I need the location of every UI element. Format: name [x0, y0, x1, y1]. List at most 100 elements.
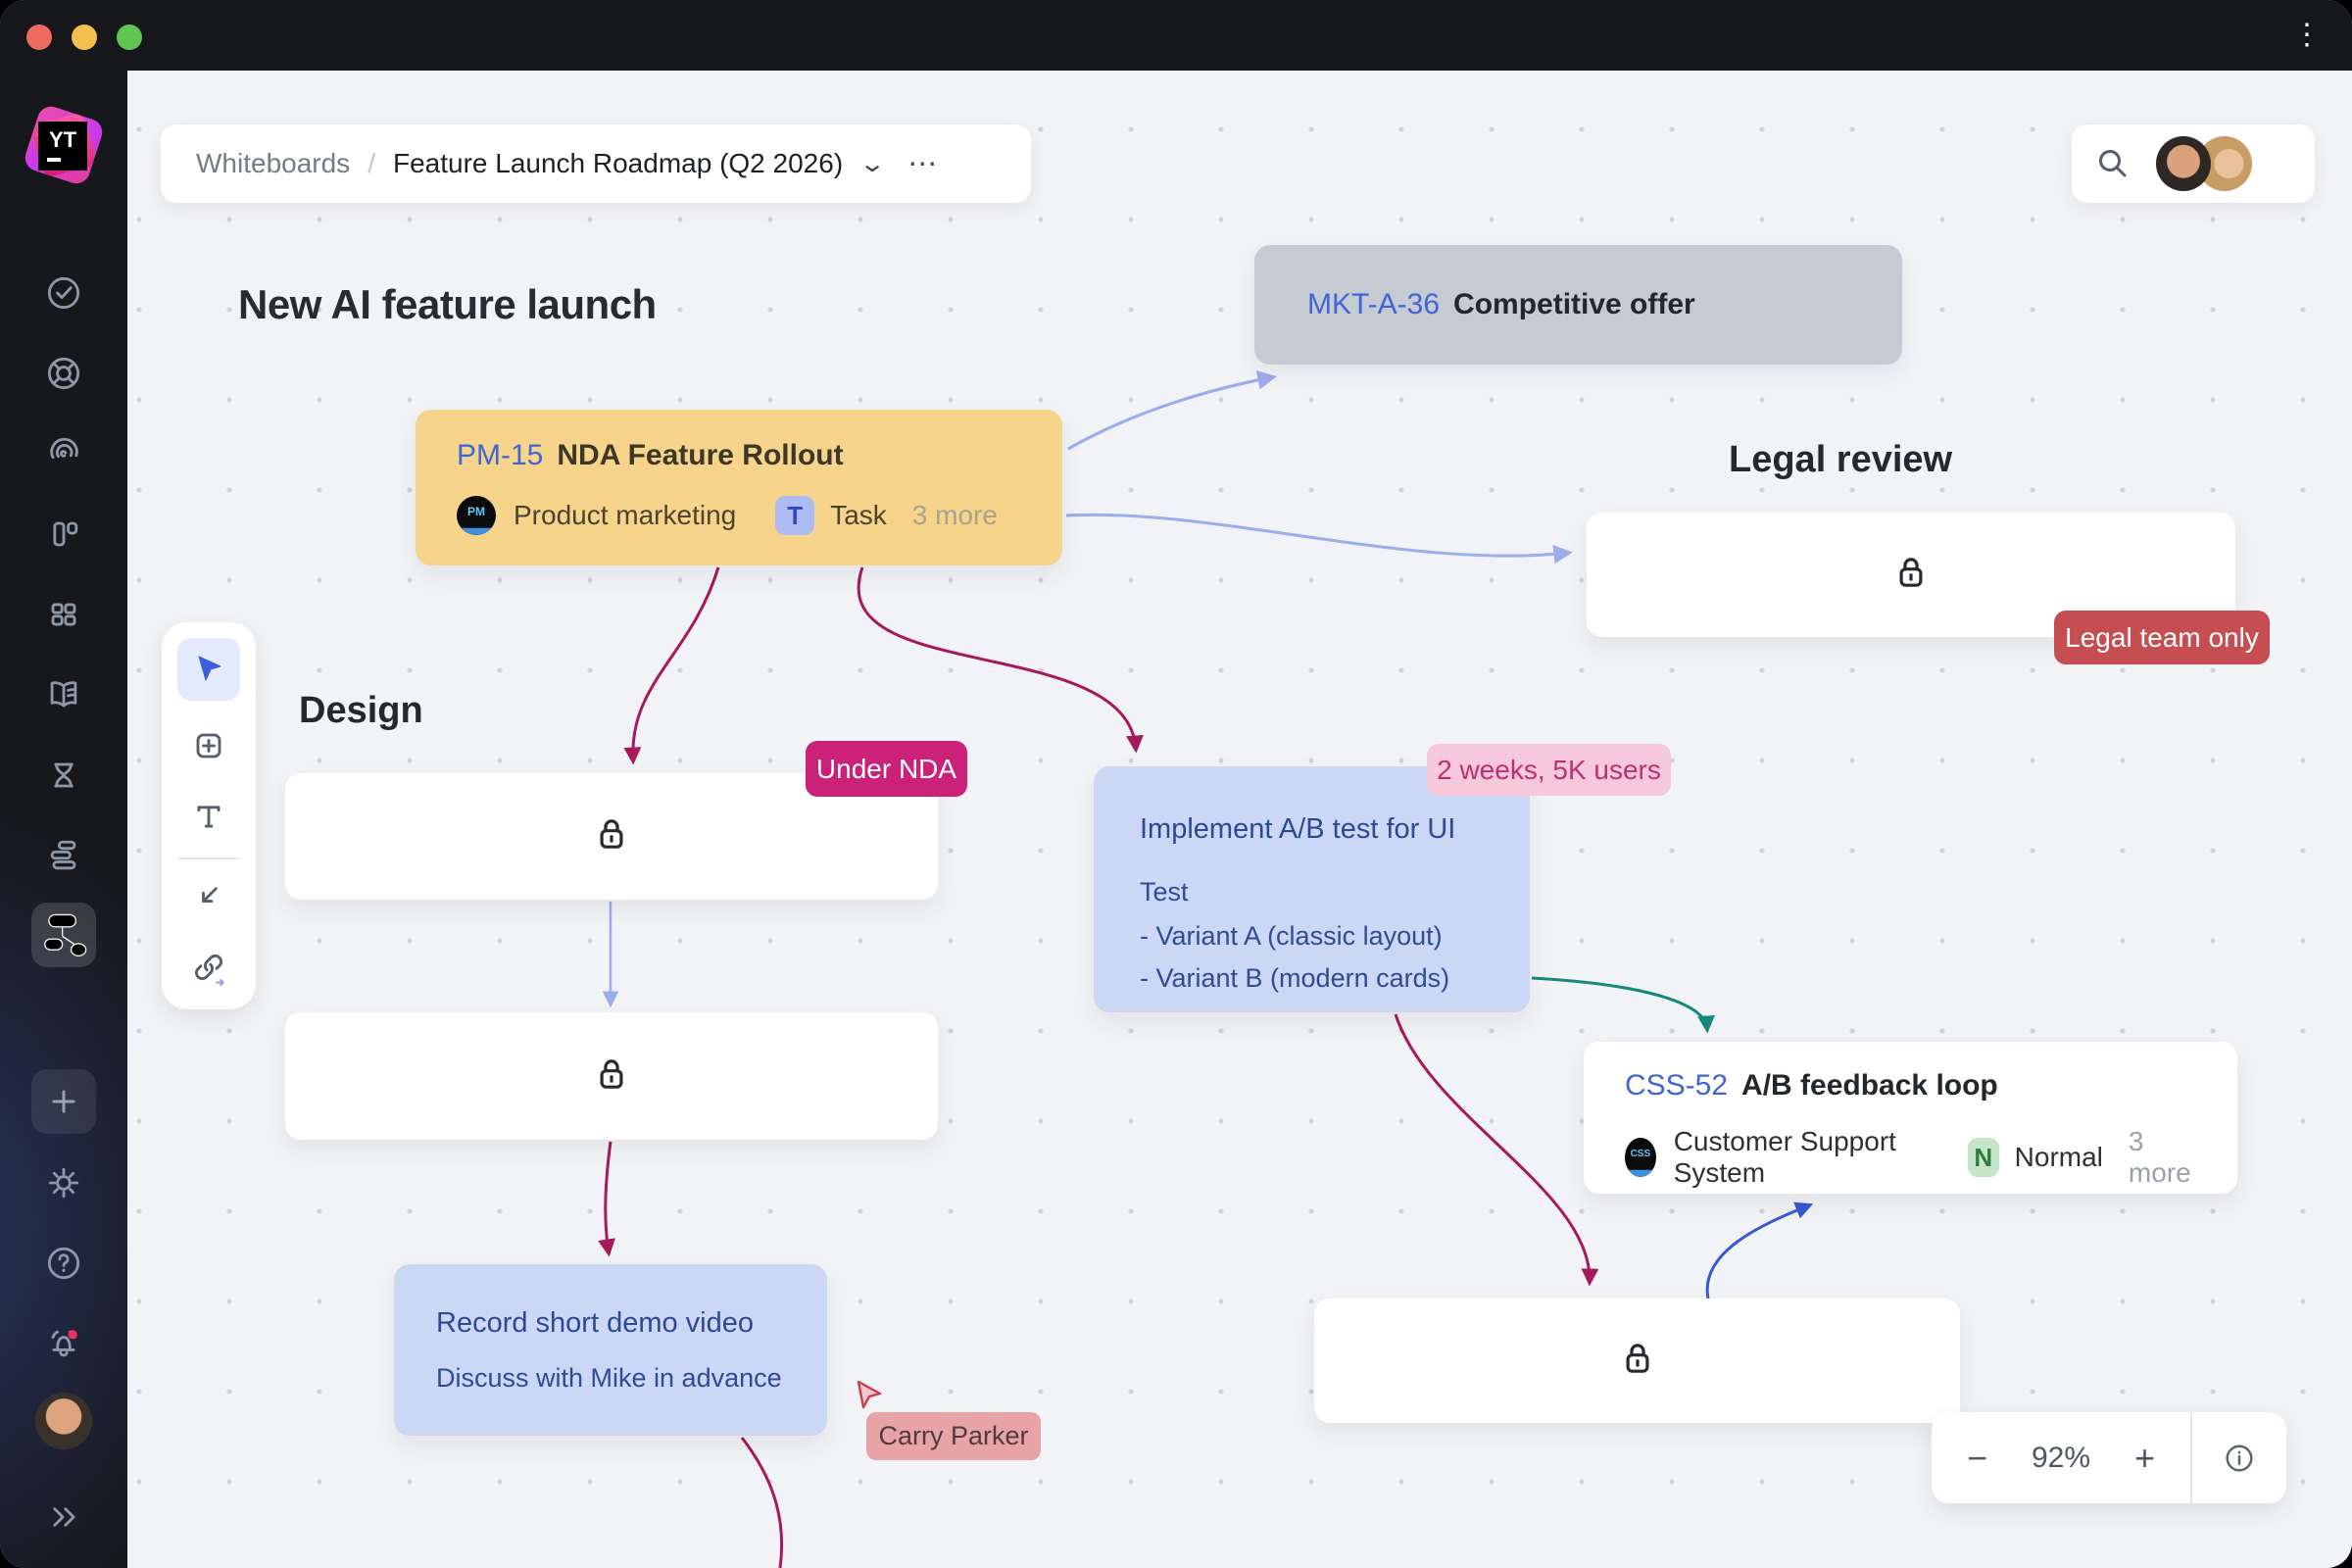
sidebar-item-dashboard[interactable] — [42, 593, 85, 636]
zoom-window-button[interactable] — [117, 24, 142, 50]
note-title: Implement A/B test for UI — [1140, 813, 1456, 845]
project-name: Customer Support System — [1673, 1126, 1896, 1188]
sidebar-item-timesheets[interactable] — [42, 754, 85, 797]
type-label: Task — [830, 500, 887, 530]
close-window-button[interactable] — [26, 24, 52, 50]
more-fields[interactable]: 3 more — [2128, 1126, 2191, 1188]
sidebar-item-tasks[interactable] — [42, 271, 85, 315]
board-columns-icon — [53, 521, 78, 547]
sidebar-item-knowledge-base[interactable] — [42, 673, 85, 716]
lock-icon — [590, 1053, 633, 1101]
logo-letters: YT — [38, 122, 87, 171]
zoom-in-button[interactable]: + — [2133, 1437, 2155, 1478]
issue-id[interactable]: CSS-52 — [1625, 1069, 1729, 1102]
breadcrumb-current[interactable]: Feature Launch Roadmap (Q2 2026) — [392, 148, 844, 178]
window-menu-icon[interactable]: ⋮ — [2292, 19, 2323, 51]
sidebar-item-notifications[interactable] — [42, 1322, 85, 1365]
text-tool[interactable] — [187, 795, 230, 838]
plus-square-icon — [196, 733, 221, 759]
hourglass-icon — [54, 762, 74, 788]
plus-icon — [52, 1090, 75, 1113]
lifebuoy-icon — [47, 357, 80, 390]
double-chevron-right-icon — [53, 1507, 75, 1527]
collaborator-cursor-icon — [853, 1378, 888, 1418]
minimize-window-button[interactable] — [72, 24, 97, 50]
collaborator-avatars — [2156, 136, 2252, 191]
collaborator-cursor-label: Carry Parker — [866, 1412, 1041, 1460]
gear-icon — [48, 1167, 79, 1199]
sidebar: YT — [0, 71, 127, 1568]
locked-card-legal[interactable] — [1587, 513, 2235, 637]
bell-icon — [51, 1330, 77, 1357]
breadcrumb: Whiteboards / Feature Launch Roadmap (Q2… — [161, 124, 1031, 203]
zoom-out-button[interactable]: − — [1967, 1437, 1988, 1478]
sidebar-add-button[interactable] — [31, 1069, 96, 1134]
link-icon — [195, 955, 224, 987]
sidebar-item-pulse[interactable] — [42, 432, 85, 475]
project-name: Product marketing — [514, 500, 737, 530]
more-options-icon[interactable]: ⋯ — [907, 147, 940, 180]
connector-tool[interactable] — [187, 875, 230, 918]
sidebar-item-help[interactable] — [42, 1242, 85, 1285]
note-line: Discuss with Mike in advance — [436, 1363, 782, 1393]
priority-badge: N — [1967, 1138, 1999, 1177]
sidebar-item-support[interactable] — [42, 352, 85, 395]
note-line: - Variant A (classic layout) — [1140, 921, 1443, 951]
two-weeks-badge[interactable]: 2 weeks, 5K users — [1427, 744, 1671, 796]
text-icon — [197, 806, 220, 828]
card-mkt-a-36[interactable]: MKT-A-36 Competitive offer — [1254, 245, 1902, 365]
zoom-controls: − 92% + — [1932, 1412, 2286, 1503]
locked-card-design-2[interactable] — [285, 1012, 938, 1140]
arrow-down-left-icon — [202, 887, 218, 904]
sidebar-item-gantt[interactable] — [42, 834, 85, 877]
lock-icon — [590, 812, 633, 860]
note-line: - Variant B (modern cards) — [1140, 963, 1450, 993]
select-tool-active[interactable] — [177, 638, 240, 701]
sidebar-item-boards[interactable] — [42, 513, 85, 556]
topbar-actions — [2072, 124, 2315, 203]
issue-id[interactable]: MKT-A-36 — [1307, 288, 1441, 320]
search-icon[interactable] — [2095, 146, 2131, 181]
more-fields[interactable]: 3 more — [911, 500, 998, 530]
toolbar-divider — [177, 858, 240, 859]
card-pm-15[interactable]: PM-15 NDA Feature Rollout PM Product mar… — [416, 410, 1062, 565]
legal-team-only-badge[interactable]: Legal team only — [2054, 611, 2270, 664]
sidebar-expand-button[interactable] — [42, 1495, 85, 1539]
locked-card-bottom[interactable] — [1314, 1298, 1960, 1423]
issue-title: NDA Feature Rollout — [557, 439, 844, 471]
whiteboard-canvas[interactable]: Whiteboards / Feature Launch Roadmap (Q2… — [127, 71, 2352, 1568]
cursor-icon — [198, 656, 221, 681]
chevron-down-icon[interactable]: ⌄ — [858, 150, 887, 177]
add-card-tool[interactable] — [187, 724, 230, 767]
breadcrumb-root[interactable]: Whiteboards — [196, 148, 351, 178]
book-icon — [50, 681, 77, 708]
card-record-demo[interactable]: Record short demo video Discuss with Mik… — [394, 1264, 827, 1436]
design-heading[interactable]: Design — [299, 690, 423, 731]
sidebar-item-whiteboards-active[interactable] — [31, 903, 96, 967]
note-line: Test — [1140, 877, 1189, 906]
sidebar-item-settings[interactable] — [42, 1161, 85, 1204]
card-ab-test[interactable]: Implement A/B test for UI Test - Variant… — [1094, 766, 1530, 1012]
card-css-52[interactable]: CSS-52 A/B feedback loop CSS Customer Su… — [1584, 1042, 2237, 1194]
question-circle-icon — [47, 1247, 80, 1280]
zoom-level[interactable]: 92% — [2031, 1441, 2091, 1474]
grid-icon — [51, 603, 76, 626]
youtrack-logo[interactable]: YT — [22, 103, 106, 187]
check-circle-icon — [47, 276, 80, 310]
lock-icon — [1616, 1337, 1659, 1385]
project-avatar: PM — [457, 496, 496, 535]
collaborator-avatar-1[interactable] — [2156, 136, 2211, 191]
whiteboard-flowchart-icon — [44, 913, 87, 956]
spiral-icon — [50, 437, 78, 460]
info-button[interactable] — [2192, 1412, 2286, 1503]
legal-review-heading[interactable]: Legal review — [1729, 439, 1953, 480]
issue-id[interactable]: PM-15 — [457, 439, 544, 471]
breadcrumb-separator: / — [368, 148, 375, 178]
titlebar: ⋮ — [0, 0, 2352, 71]
user-avatar[interactable] — [35, 1393, 92, 1449]
board-title[interactable]: New AI feature launch — [238, 281, 657, 327]
gantt-bars-icon — [50, 840, 76, 870]
link-tool[interactable] — [187, 946, 230, 989]
under-nda-badge[interactable]: Under NDA — [806, 741, 967, 797]
